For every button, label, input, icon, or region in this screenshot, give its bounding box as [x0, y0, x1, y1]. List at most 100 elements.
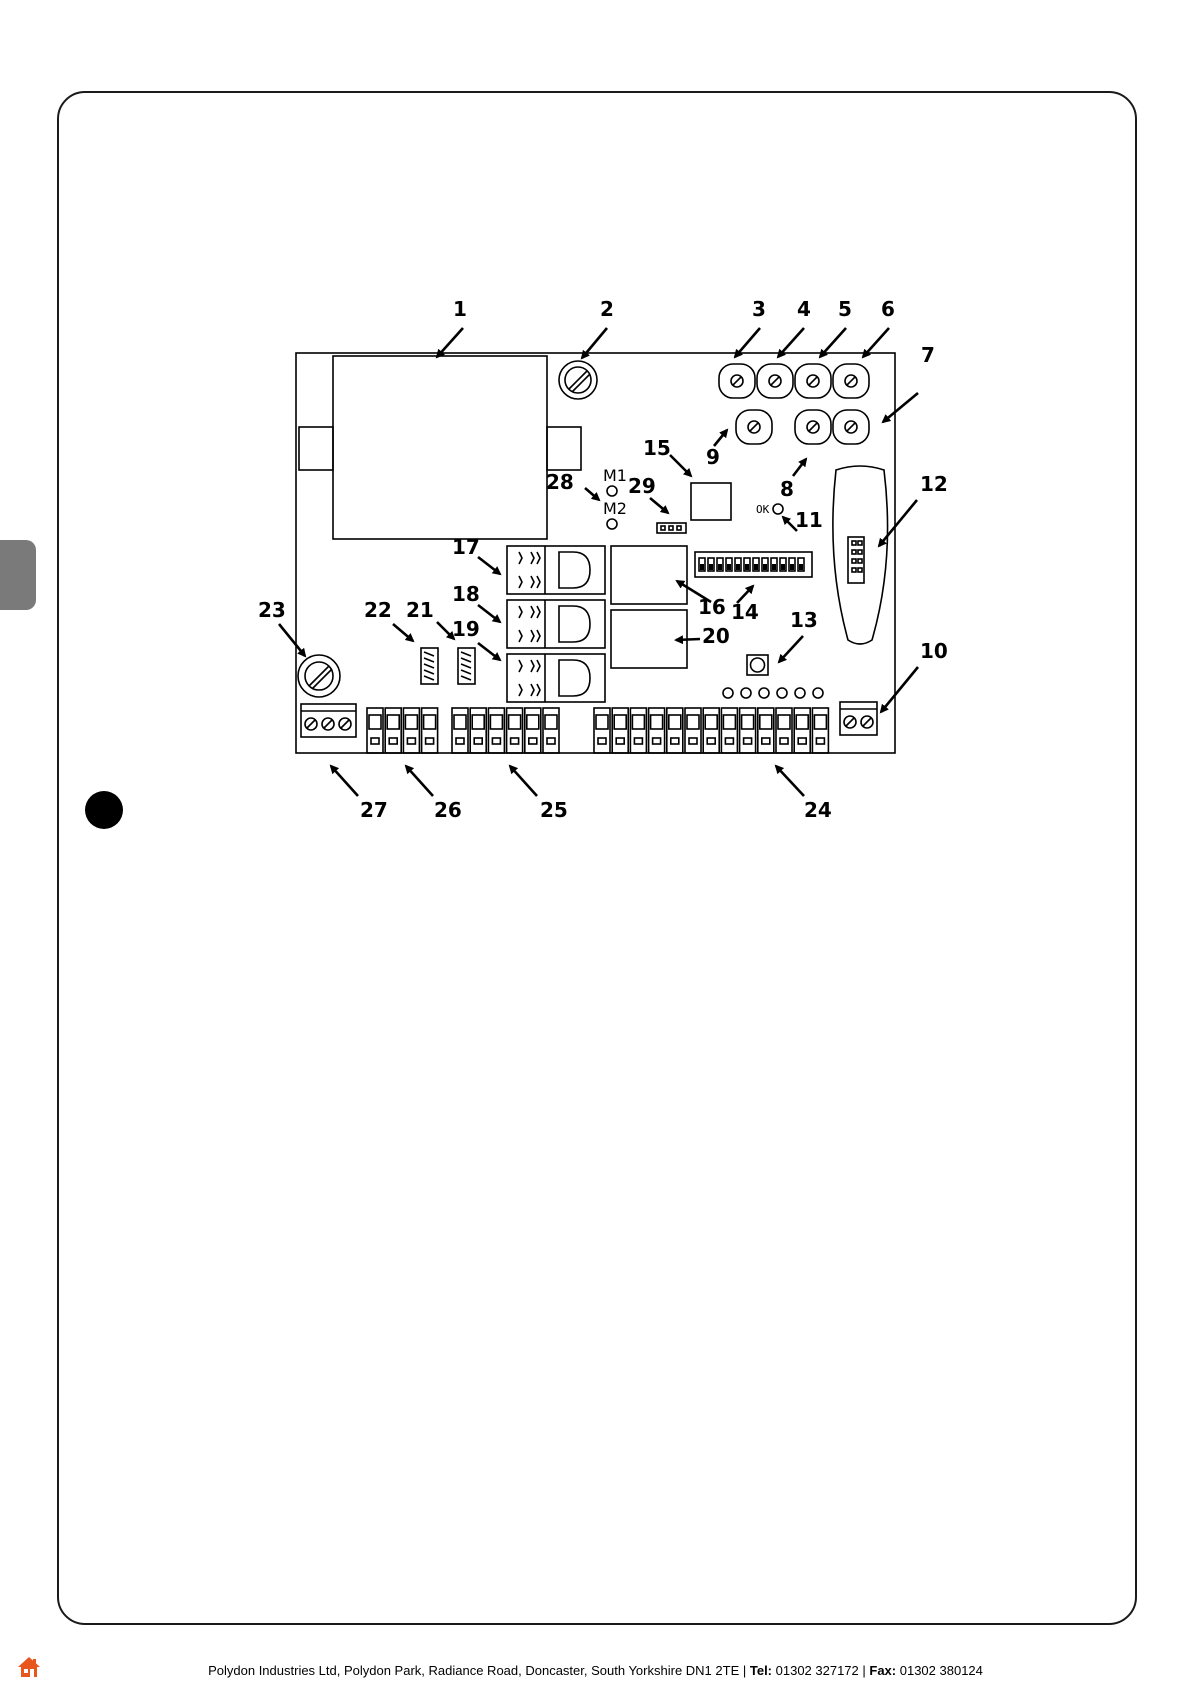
callout-27: 27 [360, 798, 388, 822]
spring-terminal-release [653, 738, 661, 744]
terminal-block-26[interactable] [367, 708, 438, 753]
callout-5: 5 [838, 297, 852, 321]
spring-terminal-opening [454, 715, 466, 729]
callout-24: 24 [804, 798, 832, 822]
spring-terminal-opening [632, 715, 644, 729]
spring-terminal-release [511, 738, 519, 744]
terminal-block-24[interactable] [594, 708, 828, 753]
dip-switch-lever-fill [709, 564, 713, 570]
callout-8: 8 [780, 477, 794, 501]
trimmer-3[interactable] [719, 364, 755, 398]
ok-label: OK [756, 503, 770, 516]
trimmer-9[interactable] [736, 410, 772, 444]
callout-7: 7 [921, 343, 935, 367]
transformer [333, 356, 547, 539]
footer-fax-label: Fax: [869, 1663, 896, 1678]
spring-terminal-opening [596, 715, 608, 729]
trimmer-5[interactable] [795, 364, 831, 398]
spring-terminal-release [547, 738, 555, 744]
status-led [777, 688, 787, 698]
radio-receiver-module [833, 466, 888, 644]
trimmer-6[interactable] [833, 364, 869, 398]
callout-21: 21 [406, 598, 434, 622]
spring-terminal-opening [687, 715, 699, 729]
spring-terminal-release [689, 738, 697, 744]
spring-terminal-release [456, 738, 464, 744]
relay-19 [507, 654, 605, 702]
dip-switch-lever-fill [790, 564, 794, 570]
spring-terminal-release [671, 738, 679, 744]
spring-terminal-opening [705, 715, 717, 729]
spring-terminal-opening [490, 715, 502, 729]
callout-1: 1 [453, 297, 467, 321]
spring-terminal-release [725, 738, 733, 744]
relay-17 [507, 546, 605, 594]
spring-terminal-release [707, 738, 715, 744]
trimmer-7[interactable] [833, 410, 869, 444]
spring-terminal-opening [651, 715, 663, 729]
led-ok [773, 504, 783, 514]
footer-tel-label: Tel: [750, 1663, 772, 1678]
dip-switch-lever-fill [736, 564, 740, 570]
terminal-block-27[interactable] [301, 704, 356, 737]
status-led [741, 688, 751, 698]
callout-25: 25 [540, 798, 568, 822]
fuse-21 [458, 648, 475, 684]
spring-terminal-opening [723, 715, 735, 729]
spring-terminal-opening [796, 715, 808, 729]
spring-terminal-opening [472, 715, 484, 729]
spring-terminal-opening [669, 715, 681, 729]
terminal-block-10[interactable] [840, 702, 877, 735]
m2-label: M2 [603, 499, 627, 518]
dip-switch-lever-fill [781, 564, 785, 570]
trimmer-4[interactable] [757, 364, 793, 398]
callout-23: 23 [258, 598, 286, 622]
spring-terminal-release [389, 738, 397, 744]
spring-terminal-release [371, 738, 379, 744]
spring-terminal-opening [509, 715, 521, 729]
led-m2 [607, 519, 617, 529]
spring-terminal-opening [369, 715, 381, 729]
spring-terminal-opening [527, 715, 539, 729]
led-m1 [607, 486, 617, 496]
spring-terminal-release [744, 738, 752, 744]
microcontroller-chip [691, 483, 731, 520]
spring-terminal-opening [742, 715, 754, 729]
spring-terminal-release [598, 738, 606, 744]
dip-switch-lever-fill [799, 564, 803, 570]
dip-switch-lever-fill [772, 564, 776, 570]
dip-switch-lever-fill [763, 564, 767, 570]
callout-9: 9 [706, 445, 720, 469]
callout-19: 19 [452, 617, 480, 641]
callout-11: 11 [795, 508, 823, 532]
callout-14: 14 [731, 600, 759, 624]
callout-4: 4 [797, 297, 811, 321]
status-led [759, 688, 769, 698]
relay-20 [611, 610, 687, 668]
spring-terminal-opening [778, 715, 790, 729]
spring-terminal-opening [545, 715, 557, 729]
spring-terminal-opening [614, 715, 626, 729]
footer-fax: 01302 380124 [896, 1663, 983, 1678]
status-led [795, 688, 805, 698]
spring-terminal-release [798, 738, 806, 744]
footer-address: Polydon Industries Ltd, Polydon Park, Ra… [208, 1663, 739, 1678]
callout-12: 12 [920, 472, 948, 496]
dip-switch-lever-fill [727, 564, 731, 570]
spring-terminal-release [780, 738, 788, 744]
relay-18 [507, 600, 605, 648]
callout-18: 18 [452, 582, 480, 606]
footer-tel: 01302 327172 [772, 1663, 859, 1678]
status-led [813, 688, 823, 698]
callout-20: 20 [702, 624, 730, 648]
trimmer-8[interactable] [795, 410, 831, 444]
terminal-block-25[interactable] [452, 708, 559, 753]
spring-terminal-release [492, 738, 500, 744]
spring-terminal-release [474, 738, 482, 744]
page-footer: Polydon Industries Ltd, Polydon Park, Ra… [0, 1663, 1191, 1678]
spring-terminal-release [426, 738, 434, 744]
callout-29: 29 [628, 474, 656, 498]
callout-28: 28 [546, 470, 574, 494]
callout-2: 2 [600, 297, 614, 321]
